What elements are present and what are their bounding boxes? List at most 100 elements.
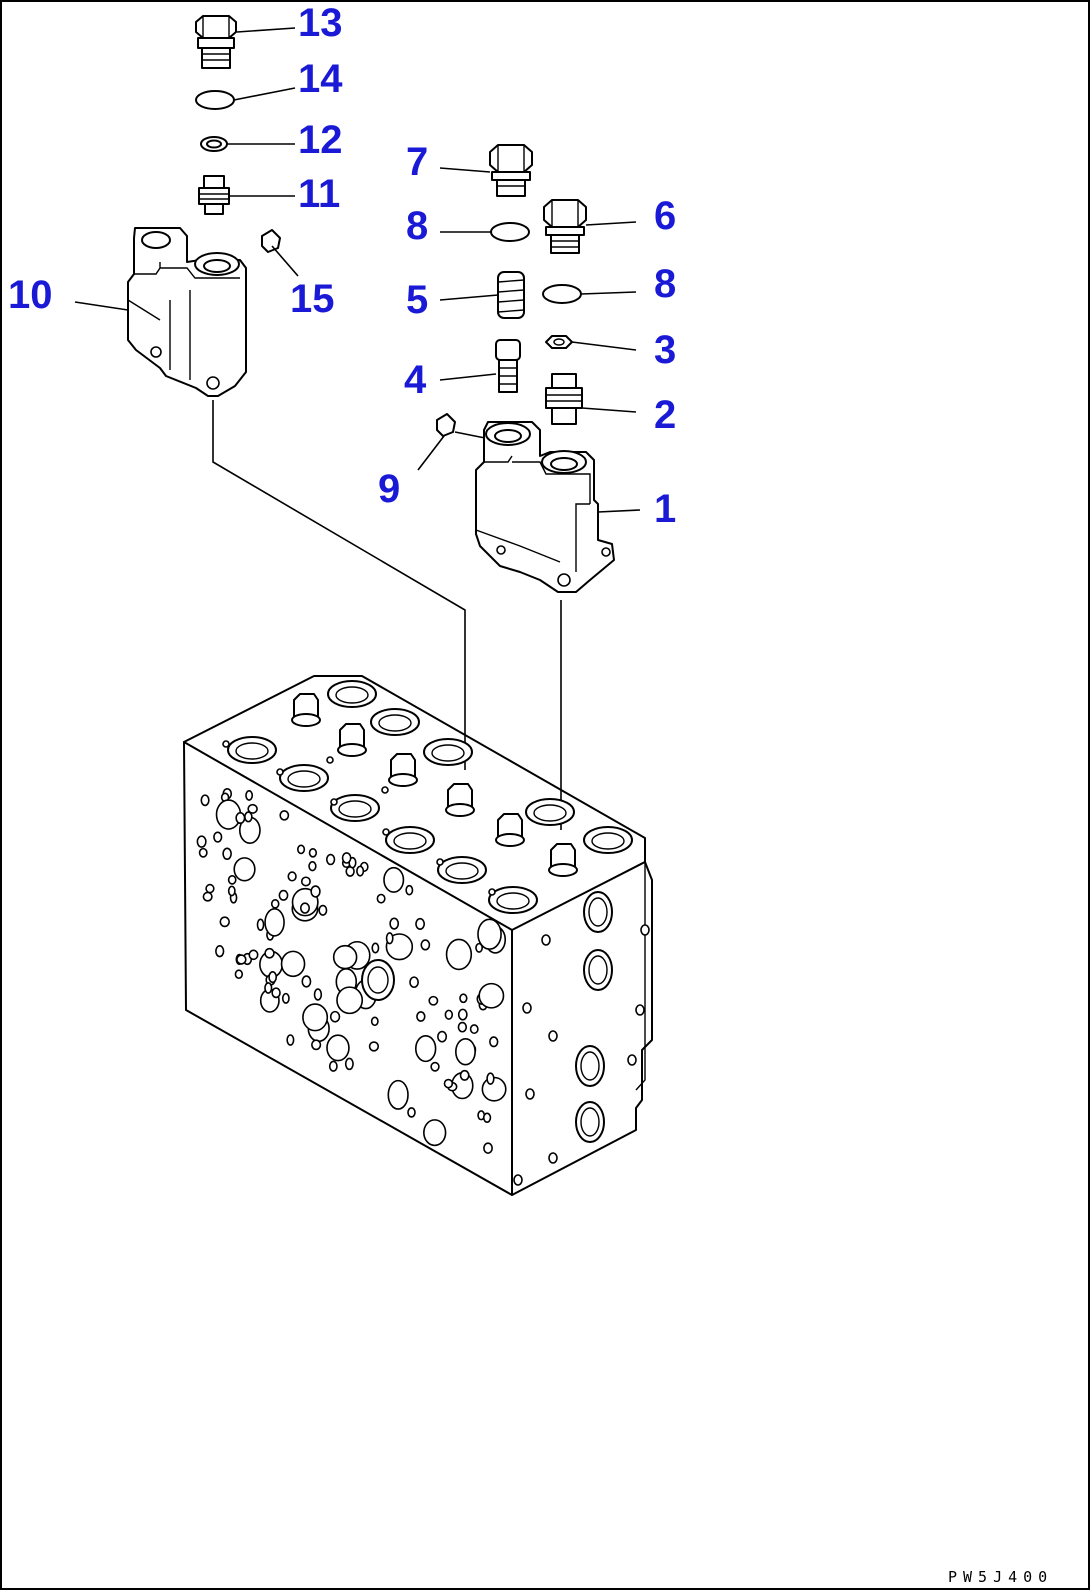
face-hole	[457, 1008, 468, 1021]
face-port	[445, 938, 473, 971]
face-hole	[308, 861, 317, 872]
side-hole	[640, 924, 650, 936]
face-port	[336, 986, 364, 1015]
face-port	[264, 908, 285, 937]
callout-8-right: 8	[654, 262, 676, 306]
o-ring-8b	[542, 284, 582, 304]
face-hole	[407, 1107, 416, 1118]
face-hole	[247, 803, 258, 814]
bolt-hole	[488, 888, 496, 896]
face-hole	[279, 810, 290, 821]
callout-13: 13	[298, 1, 343, 45]
face-hole	[483, 1142, 493, 1154]
face-hole	[234, 969, 244, 980]
face-port	[478, 982, 505, 1009]
spring-5	[497, 271, 525, 319]
bolt-hole	[276, 768, 284, 776]
face-hole	[287, 871, 297, 882]
callout-8-left: 8	[406, 204, 428, 248]
plug-7	[489, 144, 533, 197]
spool-cap-base	[388, 773, 418, 787]
side-port-bore	[588, 955, 608, 985]
face-hole	[444, 1009, 454, 1020]
face-hole	[278, 889, 289, 901]
fitting-11	[198, 175, 230, 215]
spool-cap-base	[337, 743, 367, 757]
face-hole	[371, 942, 380, 954]
port-bore	[338, 800, 372, 818]
face-port	[423, 1119, 447, 1147]
face-hole	[300, 876, 311, 887]
callout-5: 5	[406, 278, 428, 322]
face-hole	[198, 847, 208, 858]
callout-2: 2	[654, 393, 676, 437]
face-hole	[368, 1041, 380, 1052]
spool-cap-base	[495, 833, 525, 847]
face-hole	[213, 831, 223, 843]
face-hole	[227, 875, 237, 885]
center-port-bore	[367, 966, 389, 994]
face-hole	[264, 947, 275, 959]
face-hole	[437, 1030, 448, 1043]
callouts: 13 14 12 11 10 15 7 8 6 8 5 3 4 2 9 1	[8, 1, 676, 531]
side-hole	[541, 934, 551, 946]
face-port	[414, 1034, 437, 1063]
face-hole	[310, 885, 321, 898]
bolt-hole	[381, 786, 389, 794]
face-hole	[486, 1072, 495, 1085]
assembly-lines	[74, 27, 641, 830]
face-hole	[308, 848, 318, 858]
face-hole	[271, 987, 281, 999]
port-bore	[235, 742, 269, 760]
port-bore	[496, 892, 530, 910]
drawing-code: PW5J400	[948, 1568, 1053, 1586]
face-hole	[270, 899, 280, 909]
face-hole	[370, 1016, 379, 1027]
face-hole	[227, 885, 236, 897]
callout-4: 4	[404, 358, 427, 402]
side-port-bore	[588, 897, 608, 927]
bolt-hole	[436, 858, 444, 866]
o-ring-14	[195, 90, 235, 110]
face-hole	[469, 1024, 479, 1035]
callout-9: 9	[378, 467, 400, 511]
face-hole	[341, 852, 352, 864]
face-hole	[244, 811, 253, 823]
face-hole	[313, 988, 323, 1001]
callout-10: 10	[8, 273, 53, 317]
face-port	[302, 1003, 329, 1032]
face-hole	[356, 865, 365, 877]
face-hole	[202, 891, 213, 902]
face-hole	[415, 917, 426, 931]
face-hole	[286, 1034, 295, 1046]
callout-14: 14	[298, 57, 343, 101]
side-port-bore	[580, 1051, 600, 1081]
face-hole	[475, 942, 484, 953]
face-hole	[405, 884, 414, 896]
face-hole	[416, 1011, 426, 1022]
face-hole	[219, 916, 230, 928]
face-hole	[385, 932, 394, 945]
face-port	[233, 857, 256, 882]
spool-cap-base	[548, 863, 578, 877]
face-hole	[489, 1036, 499, 1048]
plug-6	[543, 199, 587, 254]
face-hole	[376, 893, 386, 904]
face-hole	[200, 794, 210, 807]
face-hole	[299, 902, 311, 914]
port-bore	[591, 832, 625, 850]
port-bore	[445, 862, 479, 880]
bolt-hole	[382, 828, 390, 836]
face-port	[280, 950, 306, 978]
callout-12: 12	[298, 118, 343, 162]
face-hole	[264, 982, 273, 994]
side-hole	[548, 1152, 558, 1164]
face-port	[477, 918, 502, 950]
face-hole	[430, 1061, 440, 1072]
face-hole	[482, 1112, 492, 1124]
side-hole	[635, 1004, 645, 1016]
face-hole	[196, 835, 207, 848]
callout-3: 3	[654, 328, 676, 372]
face-port	[387, 1079, 409, 1110]
